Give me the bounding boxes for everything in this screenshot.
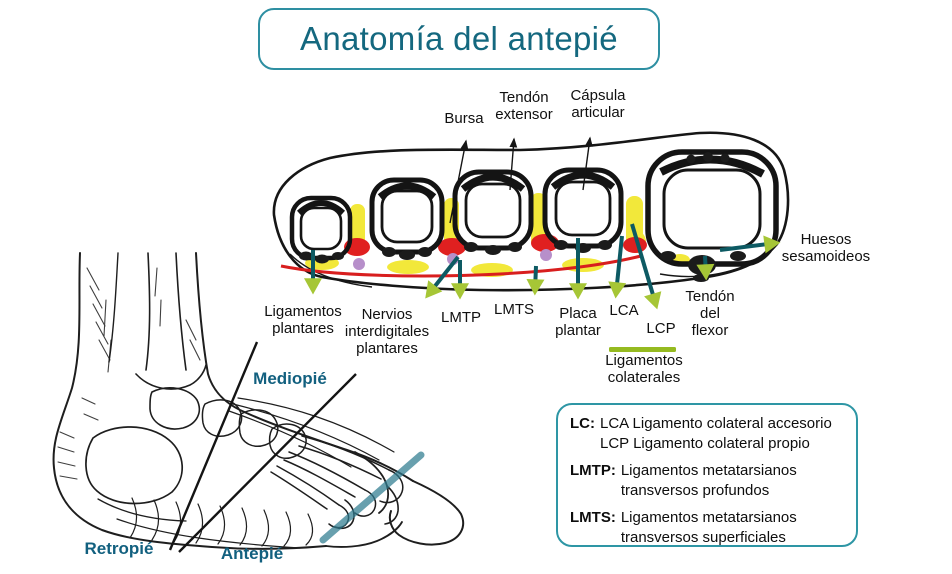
legend-line: LCP Ligamento colateral propio xyxy=(600,435,810,452)
divider-retropie-mediopie xyxy=(168,341,259,551)
arrow-tendon-extensor xyxy=(509,137,518,191)
legend-line: Ligamentos metatarsianos xyxy=(620,509,797,526)
arrow-lca xyxy=(608,235,627,299)
legend-abbr: LMTS: xyxy=(570,509,616,526)
label-capsula-articular: Cápsula articular xyxy=(570,87,626,121)
label-antepie: Antepié xyxy=(220,544,284,563)
arrow-lmts xyxy=(526,265,545,296)
label-bursa: Bursa xyxy=(444,110,484,127)
divider-mediopie-antepie xyxy=(178,373,357,553)
page-title: Anatomía del antepié xyxy=(300,20,618,57)
label-mediopie: Mediopié xyxy=(253,369,327,388)
arrow-capsula-articular xyxy=(582,136,593,191)
label-lcp: LCP xyxy=(646,320,676,337)
section-plane-band xyxy=(319,451,425,544)
label-tendon-flexor: Tendón del flexor xyxy=(685,288,735,339)
legend-line: transversos superficiales xyxy=(620,529,786,546)
legend-item-lmts: LMTS: Ligamentos metatarsianos transvers… xyxy=(570,508,850,548)
label-ligamentos-colaterales: Ligamentos colaterales xyxy=(605,352,683,386)
label-ligamentos-plantares: Ligamentos plantares xyxy=(264,303,342,337)
collateral-ligaments-underline xyxy=(609,347,676,352)
label-lca: LCA xyxy=(609,302,639,319)
legend-abbr: LC: xyxy=(570,415,595,432)
arrow-huesos-sesamoideos xyxy=(719,235,781,254)
arrow-bursa xyxy=(449,139,469,224)
legend-box: LC: LCA Ligamento colateral accesorio LC… xyxy=(556,403,858,547)
label-lmtp: LMTP xyxy=(440,309,482,326)
title-box: Anatomía del antepié xyxy=(258,8,660,70)
hatching-strokes xyxy=(57,267,201,480)
label-placa-plantar: Placa plantar xyxy=(555,305,601,339)
label-lmts: LMTS xyxy=(493,301,535,318)
label-huesos-sesamoideos: Huesos sesamoideos xyxy=(781,231,871,265)
arrow-lcp xyxy=(630,223,662,310)
label-tendon-extensor: Tendón extensor xyxy=(495,89,553,123)
legend-line: transversos profundos xyxy=(620,482,770,499)
plantar-red-line xyxy=(280,254,642,278)
foot-illustration xyxy=(52,252,465,550)
legend-item-lmtp: LMTP: Ligamentos metatarsianos transvers… xyxy=(570,461,850,501)
legend-line: LCA Ligamento colateral accesorio xyxy=(600,415,832,432)
legend-line: Ligamentos metatarsianos xyxy=(620,462,797,479)
legend-abbr: LMTP: xyxy=(570,462,616,479)
legend-item-lc: LC: LCA Ligamento colateral accesorio LC… xyxy=(570,414,850,454)
black-label-arrows xyxy=(449,136,593,224)
label-retropie: Retropié xyxy=(84,539,154,558)
ligament-highlights-red xyxy=(344,234,647,256)
teal-label-arrows xyxy=(304,223,781,310)
arrow-nervios-interdigitales xyxy=(425,255,460,299)
label-nervios-interdigitales: Nervios interdigitales plantares xyxy=(344,306,430,357)
cross-section-illustration xyxy=(272,131,790,292)
arrow-tendon-flexor xyxy=(696,255,715,281)
